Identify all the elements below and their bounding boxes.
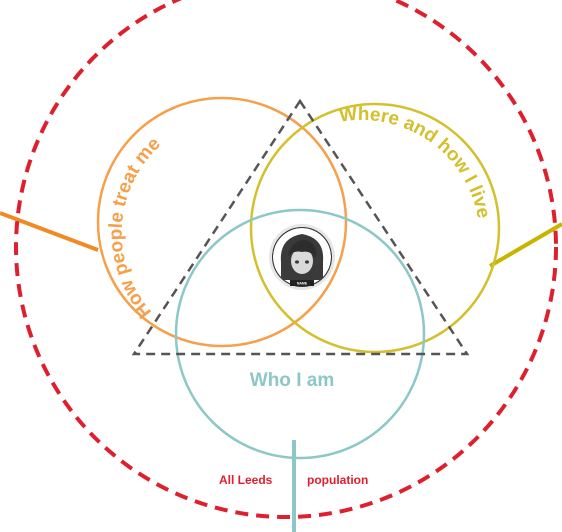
center-avatar: NAME <box>269 224 335 290</box>
who-i-am-label: Who I am <box>250 370 334 391</box>
right-connector-line <box>488 222 562 268</box>
population-circle <box>14 0 558 519</box>
how-people-treat-me-circle <box>96 96 348 348</box>
left-connector-line <box>0 211 99 252</box>
triangle <box>131 98 470 356</box>
where-and-how-i-live-circle <box>249 102 501 354</box>
avatar-name-badge: NAME <box>297 282 308 286</box>
population-label-all-leeds: All Leeds <box>219 473 273 487</box>
where-and-how-i-live-label: Where and how I live <box>338 104 494 220</box>
population-label-population: population <box>307 473 368 487</box>
who-i-am-circle <box>174 208 426 460</box>
